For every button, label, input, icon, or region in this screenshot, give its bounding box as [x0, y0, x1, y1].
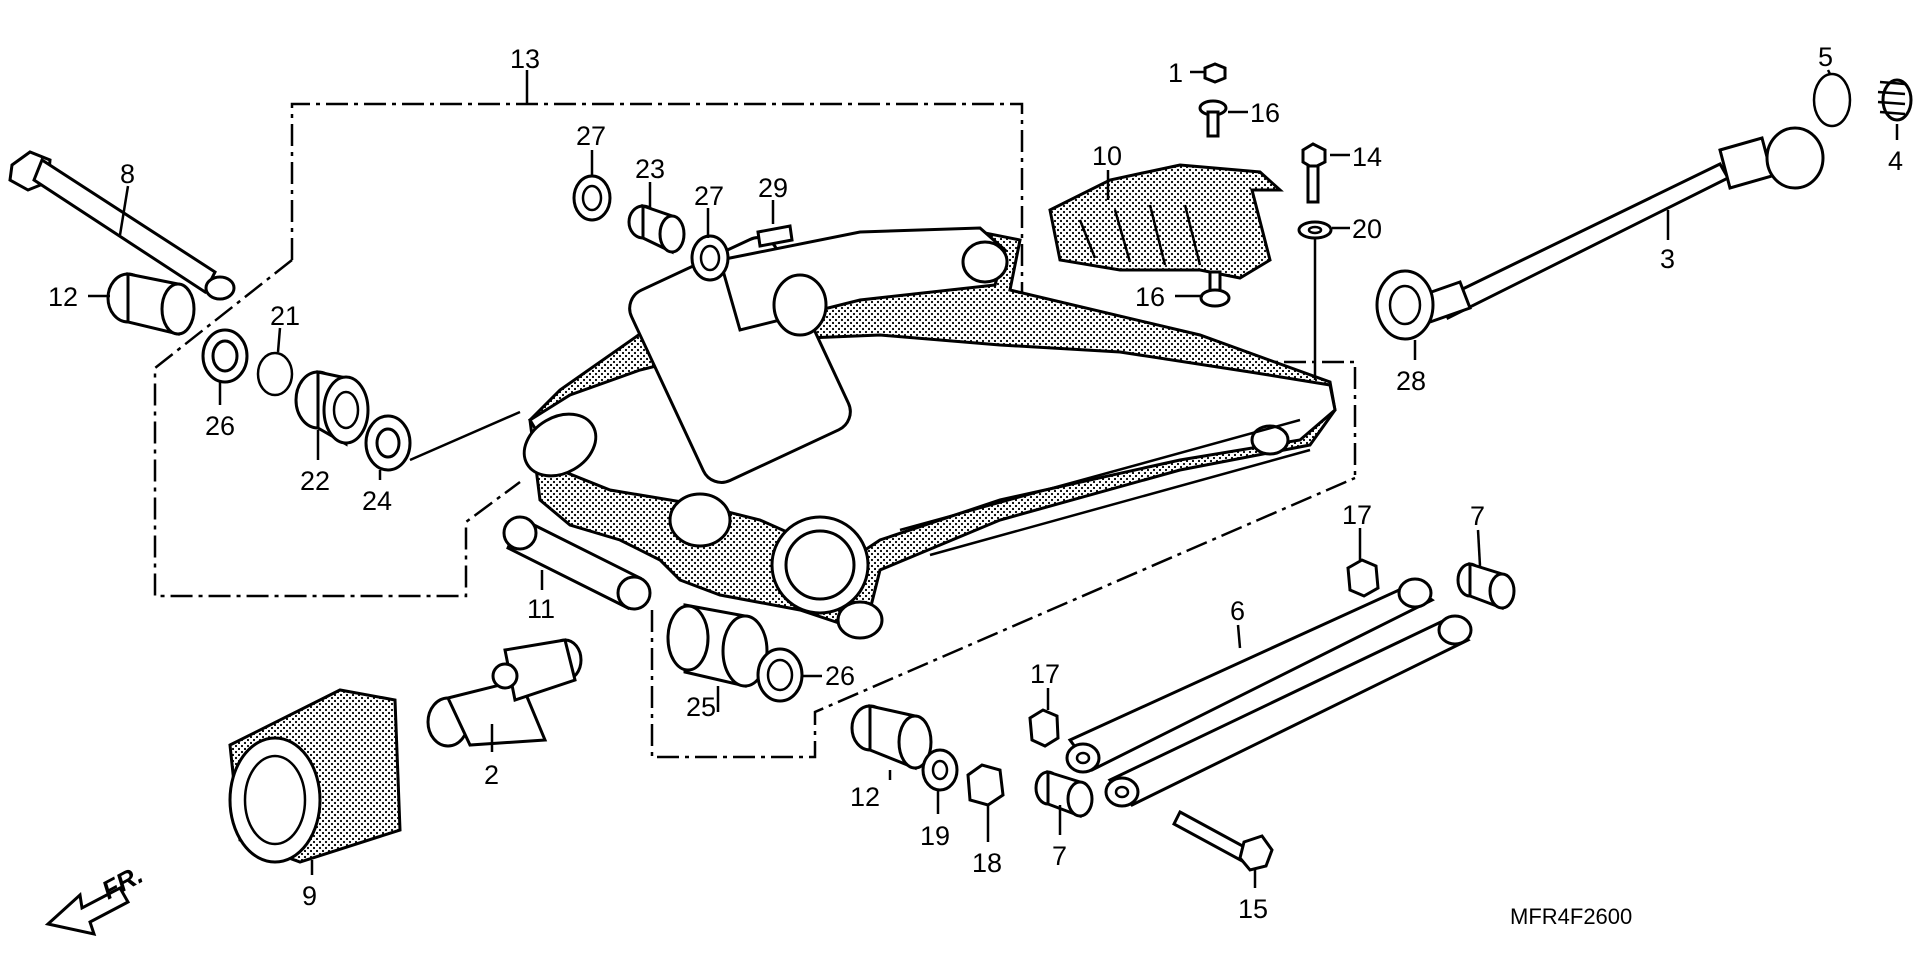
washer-20: [1297, 220, 1333, 240]
needle-bearing-25: [666, 603, 769, 688]
callout-1: 1: [1168, 58, 1183, 88]
swingarm-body: [522, 226, 1337, 640]
callout-8: 8: [120, 159, 135, 189]
callout-4: 4: [1888, 146, 1903, 176]
callout-10: 10: [1092, 141, 1122, 171]
callout-23: 23: [635, 154, 665, 184]
front-direction-arrow: FR.: [44, 859, 148, 937]
oil-seal-28: [1375, 269, 1435, 341]
circlip-5: [1812, 72, 1852, 128]
callout-3: 3: [1660, 244, 1675, 274]
drive-shaft: [1418, 126, 1825, 324]
callout-26-upper: 26: [205, 411, 235, 441]
callout-12-lower: 12: [850, 782, 880, 812]
callout-labels: 13 8 12 21 26 22 24 11 27 23 27 29 10 1 …: [48, 42, 1903, 929]
bolt-16-lower: [1199, 270, 1231, 308]
universal-joint: [426, 638, 583, 748]
callout-17-upper: 17: [1342, 500, 1372, 530]
snap-ring: [256, 351, 294, 397]
callout-17-lower: 17: [1030, 659, 1060, 689]
callout-6: 6: [1230, 596, 1245, 626]
callout-5: 5: [1818, 42, 1833, 72]
callout-7-lower: 7: [1052, 841, 1067, 871]
ball-bearing: [364, 414, 412, 472]
callout-16-lower: 16: [1135, 282, 1165, 312]
torque-rod: [1065, 577, 1473, 808]
callout-26-lower: 26: [825, 661, 855, 691]
dust-seal-lower: [756, 647, 804, 703]
callout-24: 24: [362, 486, 392, 516]
nut-18: [966, 763, 1005, 807]
key-29: [756, 224, 794, 248]
swingarm-assembly-boundary: [153, 102, 1357, 759]
collar-lower: [850, 704, 933, 771]
collar-7-lower: [1034, 769, 1094, 819]
callout-25: 25: [686, 692, 716, 722]
callout-20: 20: [1352, 214, 1382, 244]
callout-27-lower: 27: [694, 181, 724, 211]
callout-16-upper: 16: [1250, 98, 1280, 128]
diagram-code: MFR4F2600: [1510, 904, 1632, 929]
bearing-27-lower: [690, 234, 730, 282]
callout-27-upper: 27: [576, 121, 606, 151]
leader-lines: [88, 69, 1899, 888]
callout-22: 22: [300, 466, 330, 496]
nut-17-lower: [1028, 708, 1060, 748]
callout-28: 28: [1396, 366, 1426, 396]
needle-bearing: [294, 370, 370, 447]
callout-29: 29: [758, 173, 788, 203]
bolt-16-upper: [1198, 99, 1228, 138]
washer-19: [921, 748, 959, 792]
callout-14: 14: [1352, 142, 1382, 172]
callout-13: 13: [510, 44, 540, 74]
pivot-bolt: [8, 150, 236, 301]
callout-7-upper: 7: [1470, 501, 1485, 531]
cover: [1048, 163, 1284, 280]
collar-upper: [106, 272, 196, 336]
callout-21: 21: [270, 301, 300, 331]
bushing-23: [627, 203, 686, 255]
callout-18: 18: [972, 848, 1002, 878]
collar-7-upper: [1456, 561, 1516, 611]
bolt-15: [1172, 809, 1274, 872]
pivot-collar-tube: [502, 515, 652, 611]
nut-1: [1203, 62, 1227, 84]
callout-12-upper: 12: [48, 282, 78, 312]
callout-11: 11: [527, 594, 555, 624]
flange-bolt-14: [1301, 142, 1327, 204]
callout-15: 15: [1238, 894, 1268, 924]
callout-9: 9: [302, 881, 317, 911]
spring-4: [1877, 78, 1913, 122]
callout-2: 2: [484, 760, 499, 790]
ring-nut: [228, 688, 402, 864]
bearing-27-upper: [572, 174, 612, 222]
nut-17-upper: [1346, 558, 1380, 598]
callout-19: 19: [920, 821, 950, 851]
dust-seal-upper: [201, 328, 249, 384]
